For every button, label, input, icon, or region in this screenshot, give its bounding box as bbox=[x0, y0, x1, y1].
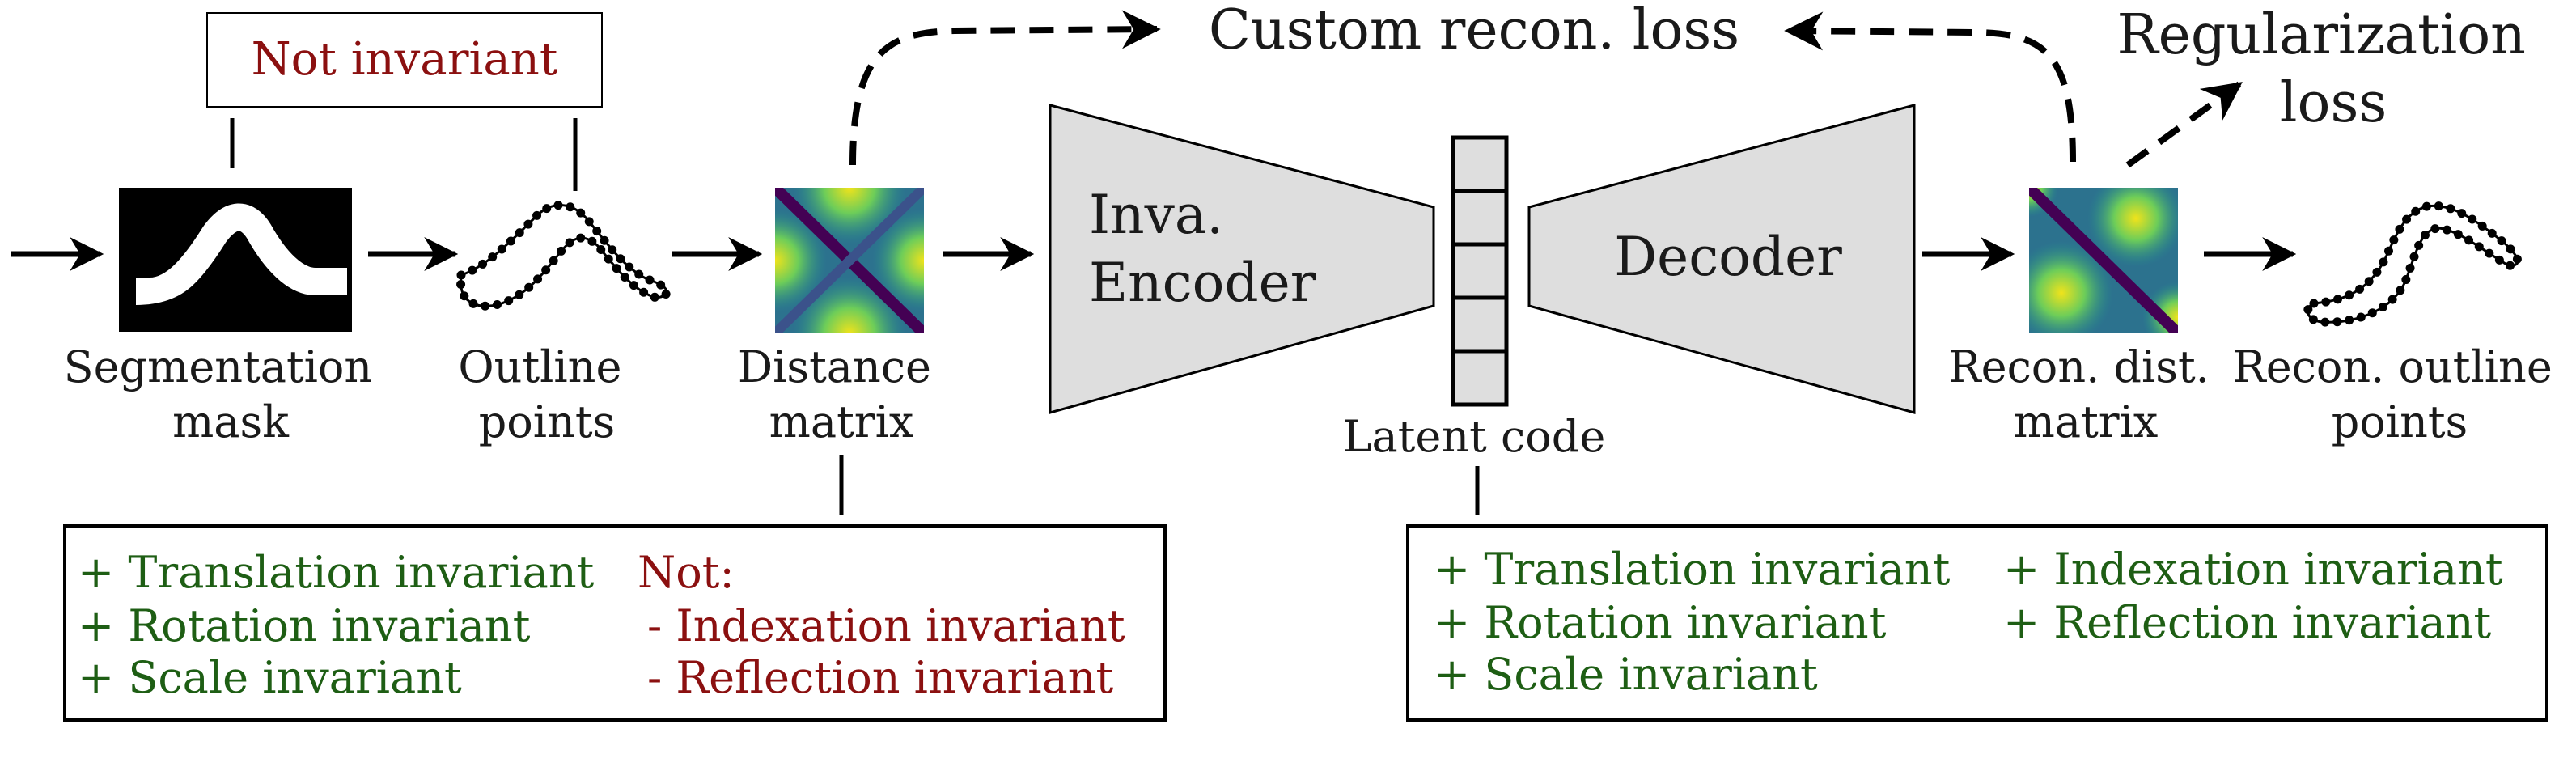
decoder-block bbox=[1527, 104, 1916, 414]
recon-distance-matrix-image bbox=[2029, 188, 2178, 333]
recon-outline-points-image bbox=[2303, 201, 2523, 327]
encoder-block bbox=[1049, 104, 1435, 414]
dashed-arrow-recon-to-loss bbox=[1784, 11, 2076, 163]
right-property-list-col1: + Translation invariant + Rotation invar… bbox=[1434, 544, 1964, 700]
distance-matrix-image bbox=[775, 188, 924, 333]
regularization-loss-label: Regularization loss bbox=[2116, 3, 2543, 135]
not-label: Not: bbox=[638, 547, 735, 598]
outline-points-label: Outline points bbox=[458, 341, 635, 447]
not-invariant-label: Not invariant bbox=[252, 33, 558, 86]
right-property-list-col2: + Indexation invariant + Reflection inva… bbox=[2003, 544, 2517, 648]
dashed-arrow-regularization bbox=[2125, 81, 2243, 168]
recon-distance-matrix-label: Recon. dist. matrix bbox=[1948, 341, 2223, 447]
latent-code-properties-box bbox=[1406, 524, 2548, 722]
decoder-label: Decoder bbox=[1614, 226, 1842, 288]
latent-code-block bbox=[1451, 135, 1509, 407]
custom-recon-loss-label: Custom recon. loss bbox=[1209, 0, 1739, 62]
distance-matrix-properties-box bbox=[63, 524, 1167, 722]
recon-outline-points-label: Recon. outline points bbox=[2233, 341, 2566, 447]
latent-code-label: Latent code bbox=[1343, 411, 1606, 462]
not-invariant-list: - Indexation invariant - Reflection inva… bbox=[647, 600, 1139, 703]
not-invariant-callout-box bbox=[206, 12, 603, 108]
distance-matrix-label: Distance matrix bbox=[738, 341, 945, 447]
encoder-label: Inva. Encoder bbox=[1089, 184, 1316, 314]
outline-points-image bbox=[456, 201, 672, 311]
segmentation-mask-image bbox=[119, 188, 352, 332]
left-property-list: + Translation invariant + Rotation invar… bbox=[78, 547, 608, 703]
segmentation-mask-label: Segmentation mask bbox=[64, 341, 387, 447]
dashed-arrow-distance-to-loss bbox=[849, 10, 1161, 166]
